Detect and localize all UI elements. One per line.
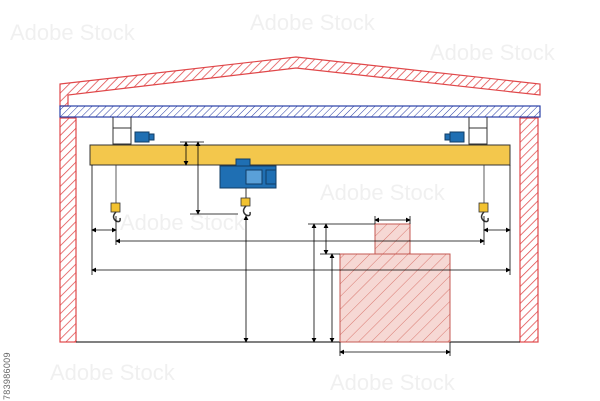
left-wall — [59, 117, 77, 343]
dimension-lines — [91, 141, 511, 356]
runway-rail — [59, 105, 541, 118]
watermark-logos: Adobe Stock Adobe Stock Adobe Stock Adob… — [10, 10, 556, 395]
svg-text:Adobe Stock: Adobe Stock — [430, 40, 556, 65]
cargo-load — [339, 223, 451, 343]
svg-text:Adobe Stock: Adobe Stock — [330, 370, 456, 395]
svg-text:Adobe Stock: Adobe Stock — [120, 210, 246, 235]
hook-right — [478, 165, 489, 223]
load-main-block — [339, 253, 451, 343]
load-top-block — [374, 223, 411, 255]
svg-text:Adobe Stock: Adobe Stock — [10, 20, 136, 45]
hook-left — [110, 165, 121, 223]
end-carriage-right — [444, 117, 488, 145]
building-frame — [59, 56, 541, 343]
crane-girder — [89, 144, 511, 166]
svg-text:Adobe Stock: Adobe Stock — [50, 360, 176, 385]
end-carriage-left — [112, 117, 155, 145]
svg-text:Adobe Stock: Adobe Stock — [320, 180, 446, 205]
hook-center — [240, 188, 251, 217]
right-wall — [519, 117, 539, 343]
svg-text:Adobe Stock: Adobe Stock — [250, 10, 376, 35]
electric-hoist — [219, 158, 277, 189]
image-id-label: 783986009 — [2, 352, 12, 400]
